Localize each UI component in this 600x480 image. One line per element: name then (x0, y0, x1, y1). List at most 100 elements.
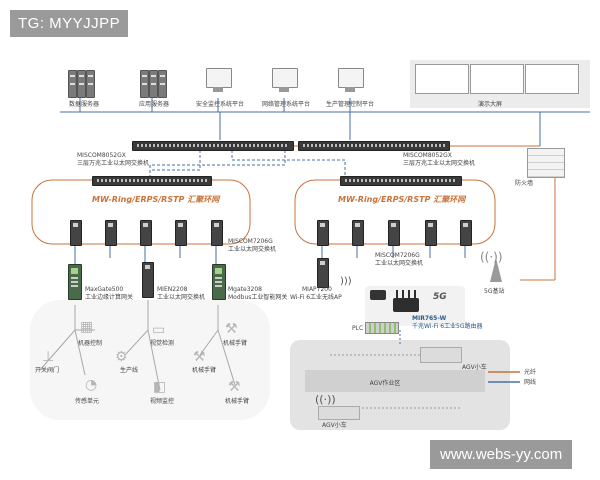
signal-icon: ((·)) (480, 250, 503, 264)
firewall-label: 防火墙 (515, 180, 534, 187)
screen-icon (525, 64, 579, 94)
core-switch-left-desc: 三层万兆工业以太网交换机 (77, 160, 150, 167)
ring-label-right: MW-Ring/ERPS/RSTP 汇聚环网 (338, 195, 466, 204)
miap-model: MIAP7200 (302, 286, 332, 293)
access-switch-icon (140, 220, 152, 246)
network-platform-label: 网络管理系统平台 (261, 101, 310, 108)
server-icon (140, 70, 149, 98)
security-platform-label: 安全监控系统平台 (195, 101, 244, 108)
legend-cable-label: 网线 (524, 379, 537, 386)
access-switch-icon (70, 220, 82, 246)
maxgate-model: MaxGate500 (85, 286, 124, 293)
server-icon (68, 70, 77, 98)
server-icon (149, 70, 158, 98)
robot-arm-label: 机械手臂 (223, 340, 248, 347)
router-model: MIR765-W (412, 315, 447, 322)
maxgate-device (68, 264, 82, 300)
robot-hand2-icon: ⚒ (228, 379, 241, 395)
server-icon (158, 70, 167, 98)
firewall-icon (527, 148, 565, 178)
sensor-icon: ◔ (85, 377, 98, 393)
core-switch-left (132, 141, 294, 151)
plc-label: PLC (352, 325, 364, 332)
access-switch-icon (175, 220, 187, 246)
agv-car-top-label: AGV小车 (462, 364, 487, 371)
switch-valve-label: 开关阀门 (35, 367, 60, 374)
agv-wifi-icon: ((·)) (315, 393, 336, 406)
access-switch-icon (105, 220, 117, 246)
switch-valve-icon: ⊥ (42, 349, 55, 365)
agv-platform (305, 370, 485, 392)
left-access-model: MISCOM7206G (228, 238, 273, 245)
robot-hand-label: 机械手臂 (192, 367, 217, 374)
miap-device (317, 258, 329, 288)
production-platform-label: 生产管理控制平台 (325, 101, 374, 108)
router-icon (393, 298, 419, 312)
core-switch-right (298, 141, 450, 151)
monitor-icon (338, 68, 364, 88)
access-switch-icon (317, 220, 329, 246)
base-station-label: 5G基站 (484, 288, 505, 295)
maxgate-desc: 工业边缘计算网关 (85, 294, 134, 301)
access-switch-icon (388, 220, 400, 246)
robot-ctrl-icon: ▦ (80, 319, 94, 335)
data-server-label: 数据服务器 (68, 101, 99, 108)
ring-switch-right (340, 176, 462, 186)
screen-icon (415, 64, 469, 94)
mgate-desc: Modbus工业智能网关 (228, 294, 288, 301)
agv-car-bottom-label: AGV小车 (322, 422, 347, 429)
router-antenna (396, 290, 398, 298)
production-line-icon: ⚙ (115, 349, 128, 365)
agv-area-label: AGV作业区 (369, 380, 401, 387)
monitor-stand (279, 87, 289, 92)
video-monitor-icon: ▭ (152, 322, 166, 338)
ring-label-left: MW-Ring/ERPS/RSTP 汇聚环网 (92, 195, 220, 204)
server-icon (77, 70, 86, 98)
monitor-icon (272, 68, 298, 88)
core-switch-right-desc: 三层万兆工业以太网交换机 (403, 160, 476, 167)
screen-icon (470, 64, 524, 94)
monitor-stand (345, 87, 355, 92)
field-area-left (30, 300, 270, 420)
mgate-device (212, 264, 226, 300)
core-switch-right-model: MISCOM8052GX (403, 152, 452, 159)
video-surveil-label: 视频监控 (150, 398, 175, 405)
left-access-desc: 工业以太网交换机 (228, 246, 277, 253)
video-monitor-label: 视觉检测 (150, 340, 175, 347)
right-access-desc: 工业以太网交换机 (375, 260, 424, 267)
access-switch-icon (460, 220, 472, 246)
access-switch-icon (425, 220, 437, 246)
agv-car-bottom (318, 406, 360, 420)
sensor-label: 传感单元 (75, 398, 100, 405)
mgate-model: Mgate3208 (228, 286, 262, 293)
core-switch-left-model: MISCOM8052GX (77, 152, 126, 159)
monitor-stand (213, 87, 223, 92)
plc-icon (365, 322, 399, 334)
legend-fiber-label: 光纤 (524, 369, 537, 376)
miap-desc: Wi-Fi 6工业无线AP (290, 294, 342, 301)
watermark-bottom: www.webs-yy.com (430, 440, 573, 469)
display-wall-label: 演示大屏 (477, 101, 502, 108)
production-line-label: 生产线 (120, 367, 139, 374)
mien-model: MIEN2208 (157, 286, 188, 293)
robot-hand-icon: ⚒ (193, 349, 206, 365)
robot-hand2-label: 机械手臂 (225, 398, 250, 405)
access-switch-icon (352, 220, 364, 246)
wifi-icon: ))) (340, 276, 352, 287)
watermark-top: TG: MYYJJPP (10, 10, 129, 37)
server-icon (86, 70, 95, 98)
mien-device (142, 262, 154, 298)
base-station-icon (490, 258, 502, 282)
agv-car-top (420, 347, 462, 363)
router-desc: 千兆Wi-Fi 6工业5G路由器 (412, 323, 483, 330)
ring-switch-left (92, 176, 212, 186)
mien-desc: 工业以太网交换机 (157, 294, 206, 301)
right-access-model: MISCOM7206G (375, 252, 420, 259)
app-server-label: 应用服务器 (138, 101, 169, 108)
wifi-badge (370, 290, 386, 300)
robot-arm-icon: ⚒ (225, 321, 238, 337)
monitor-icon (206, 68, 232, 88)
video-surveil-icon: ◧ (153, 379, 167, 395)
router-5g-badge: 5G (433, 292, 447, 302)
robot-ctrl-label: 机器控制 (78, 340, 103, 347)
